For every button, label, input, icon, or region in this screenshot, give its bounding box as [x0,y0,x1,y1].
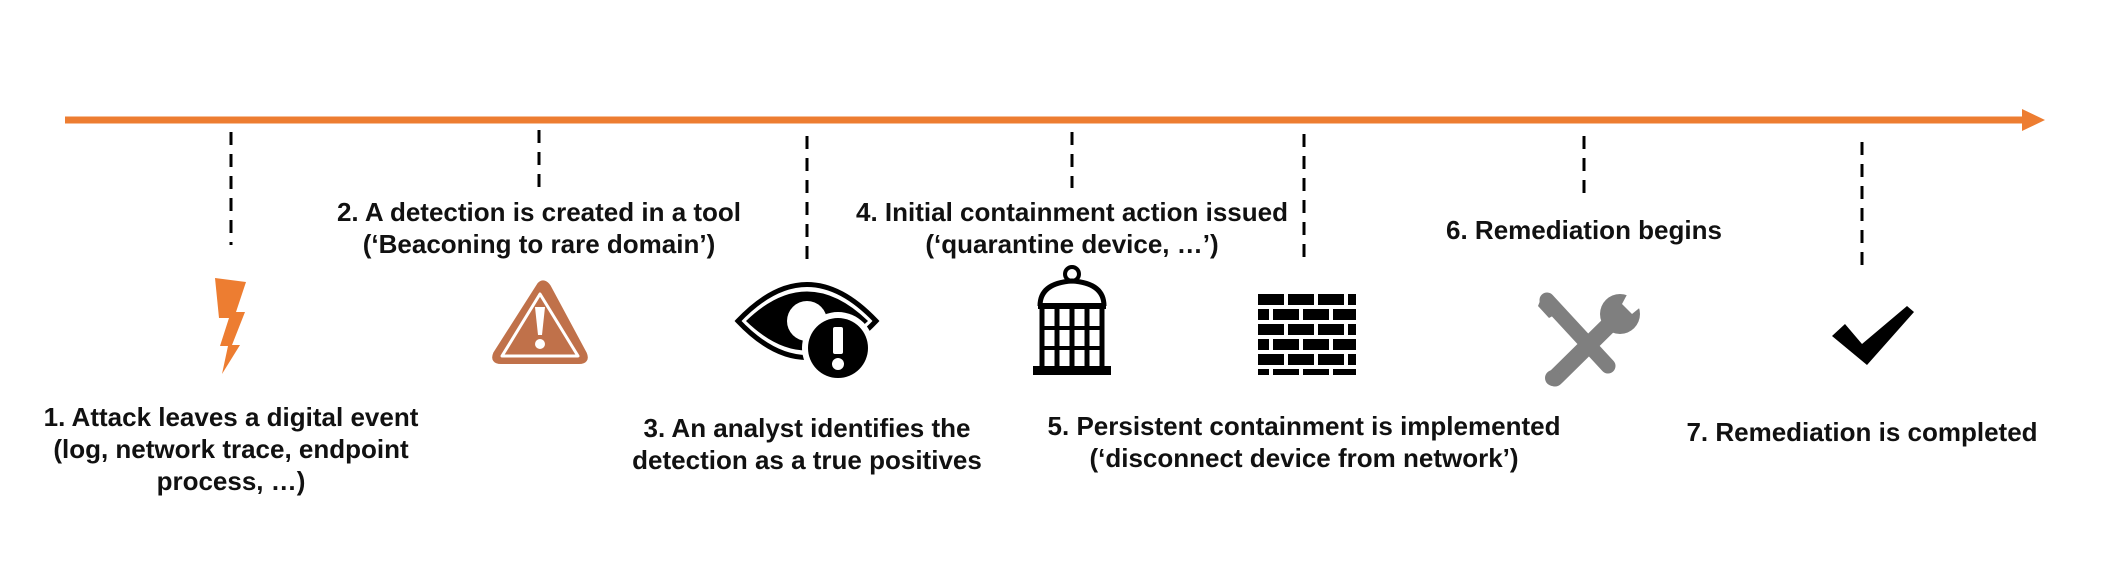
birdcage-icon [1033,265,1111,375]
step-4-title: 4. Initial containment action issued [856,197,1288,227]
step-4-detail: (‘quarantine device, …’) [925,229,1219,259]
step-4-label: 4. Initial containment action issued (‘q… [806,196,1338,260]
step-1-detail-line-2: process, …) [156,466,306,496]
step-6-label: 6. Remediation begins [1404,214,1764,246]
step-1-detail-line-1: (log, network trace, endpoint [53,434,409,464]
step-2-title: 2. A detection is created in a tool [336,197,742,227]
step-6-title: 6. Remediation begins [1446,215,1722,245]
step-7-title: 7. Remediation is completed [1686,417,2038,447]
step-1-title: 1. Attack leaves a digital event [43,402,419,432]
step-3-detail: detection as a true positives [632,445,982,475]
step-5-title: 5. Persistent containment is implemented [1047,411,1561,441]
step-5-label: 5. Persistent containment is implemented… [1020,410,1588,474]
step-2-label: 2. A detection is created in a tool (‘Be… [300,196,778,260]
step-7-label: 7. Remediation is completed [1660,416,2064,448]
timeline-arrowhead [2022,109,2045,131]
step-2-detail: (‘Beaconing to rare domain’) [362,229,716,259]
wrench-screwdriver-icon [1538,289,1648,387]
brick-wall-icon [1258,294,1356,375]
step-3-label: 3. An analyst identifies the detection a… [580,412,1034,476]
warning-triangle-icon [492,280,588,364]
step-3-title: 3. An analyst identifies the [643,413,971,443]
eye-alert-icon [734,282,880,384]
lightning-bolt-icon [215,278,246,374]
step-1-label: 1. Attack leaves a digital event (log, n… [18,401,444,497]
step-5-detail: (‘disconnect device from network’) [1089,443,1519,473]
checkmark-icon [1832,306,1914,365]
